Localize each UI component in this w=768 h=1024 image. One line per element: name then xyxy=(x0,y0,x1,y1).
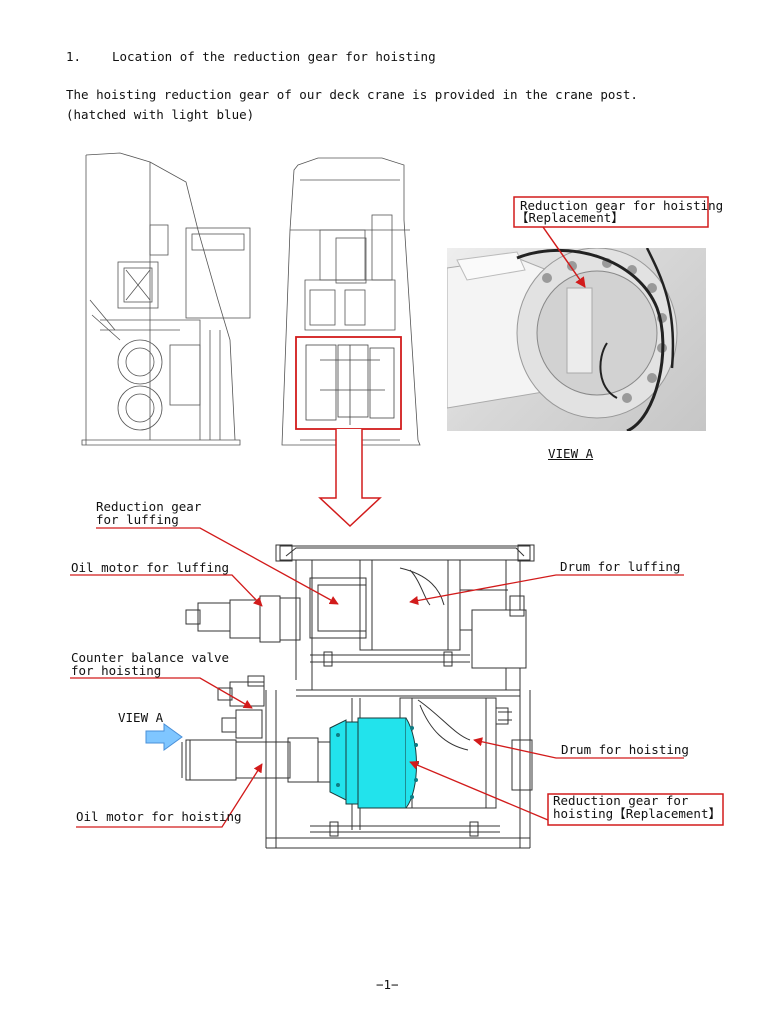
intro-line-2: (hatched with light blue) xyxy=(66,107,255,122)
leader-reduction-gear-hoisting xyxy=(409,760,549,821)
crane-side-view xyxy=(81,152,251,446)
section-heading: Location of the reduction gear for hoist… xyxy=(112,49,436,64)
crane-front-view xyxy=(281,157,421,446)
reduction-gear-area-highlight xyxy=(295,336,402,430)
front-view-machinery xyxy=(305,344,395,425)
section-number: 1. xyxy=(66,49,82,64)
label-drum-hoisting: Drum for hoisting xyxy=(561,742,689,757)
leader-oil-motor-hoisting xyxy=(76,763,263,828)
view-a-caption: VIEW A xyxy=(548,446,594,461)
leader-oil-motor-luffing xyxy=(70,574,263,607)
label-drum-luffing: Drum for luffing xyxy=(560,559,681,574)
photo-callout-box xyxy=(513,196,709,228)
leader-drum-luffing xyxy=(409,574,684,605)
photo-callout-arrow xyxy=(542,226,586,288)
label-view-a: VIEW A xyxy=(118,710,164,725)
view-a-photo-illustration xyxy=(447,248,678,431)
view-a-arrow xyxy=(145,723,183,751)
leader-drum-hoisting xyxy=(473,737,684,759)
label-reduction-gear-luffing-1: Reduction gear xyxy=(96,499,202,514)
label-reduction-gear-hoisting-1: Reduction gear for xyxy=(553,793,689,808)
label-reduction-gear-luffing-2: for luffing xyxy=(96,512,179,527)
intro-line-1: The hoisting reduction gear of our deck … xyxy=(66,87,638,102)
page-number: −1− xyxy=(376,977,399,992)
label-oil-motor-luffing: Oil motor for luffing xyxy=(71,560,230,575)
photo-callout-line-2: 【Replacement】 xyxy=(516,210,624,225)
label-counter-balance-2: for hoisting xyxy=(71,663,162,678)
winch-assembly xyxy=(181,544,535,849)
leader-counter-balance xyxy=(70,677,253,709)
label-counter-balance-1: Counter balance valve xyxy=(71,650,230,665)
zoom-down-arrow xyxy=(318,429,382,528)
label-reduction-gear-hoisting-2: hoisting【Replacement】 xyxy=(553,806,721,821)
hoisting-callout-box xyxy=(547,793,724,826)
label-oil-motor-hoisting: Oil motor for hoisting xyxy=(76,809,242,824)
hoisting-reduction-gear-highlight xyxy=(329,717,419,809)
leader-reduction-gear-luffing xyxy=(96,527,339,605)
photo-callout-line-1: Reduction gear for hoisting xyxy=(520,198,724,213)
